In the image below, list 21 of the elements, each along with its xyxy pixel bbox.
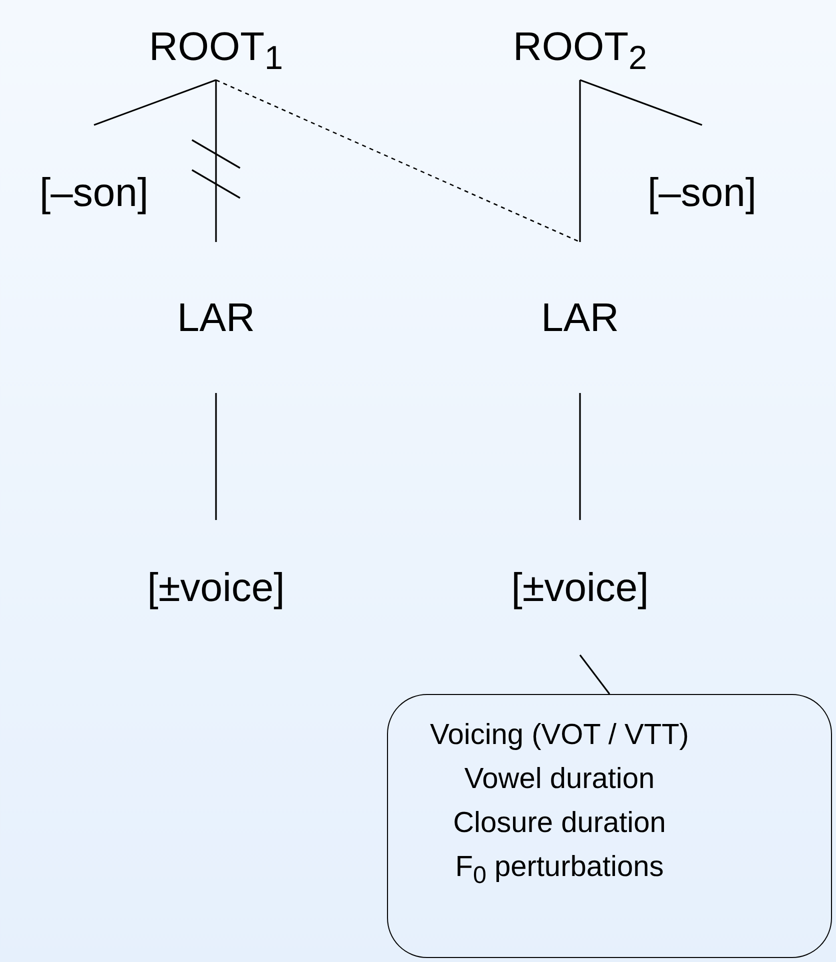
association-line [580,79,702,126]
list-item: F$_{0}$ perturbations [455,850,664,891]
feature-label: [±voice] [511,566,649,610]
feature-label: ROOT$_{1}$ [148,25,284,79]
feature-label: [±voice] [147,566,285,610]
list-item: Voicing (VOT / VTT) [430,718,689,753]
list-item: Vowel duration [464,762,655,797]
feature-label: [–son] [40,171,148,215]
dotted-association-line [216,79,580,243]
feature-label: [–son] [648,171,756,215]
cue-list-box [387,694,832,958]
association-line [579,80,581,242]
feature-label: ROOT$_{2}$ [512,25,648,79]
association-line [579,393,581,520]
list-item: Closure duration [453,806,666,841]
association-line [579,654,610,694]
association-line [215,393,217,520]
feature-label: LAR [177,296,255,340]
association-line [94,79,216,126]
feature-label: LAR [541,296,619,340]
association-line [215,80,217,242]
